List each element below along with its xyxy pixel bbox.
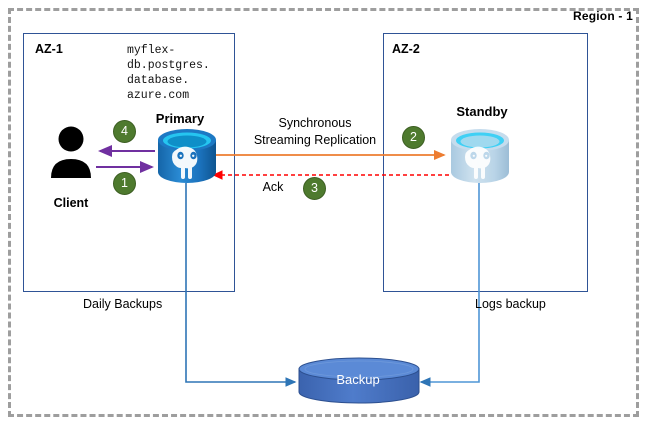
region-boundary bbox=[8, 8, 639, 417]
step-badge-4: 4 bbox=[113, 120, 136, 143]
step-badge-3: 3 bbox=[303, 177, 326, 200]
availability-zone-2-label: AZ-2 bbox=[392, 42, 420, 56]
server-hostname-text: myflex- db.postgres. database. azure.com bbox=[127, 44, 210, 102]
daily-backups-label: Daily Backups bbox=[83, 297, 163, 311]
availability-zone-1-box bbox=[23, 33, 235, 292]
step-badge-2: 2 bbox=[402, 126, 425, 149]
standby-node-label: Standby bbox=[456, 104, 508, 119]
availability-zone-1-label: AZ-1 bbox=[35, 42, 63, 56]
region-label: Region - 1 bbox=[572, 9, 633, 23]
primary-node-label: Primary bbox=[155, 111, 205, 126]
logs-backup-label: Logs backup bbox=[475, 297, 546, 311]
replication-label: Synchronous Streaming Replication bbox=[253, 116, 377, 147]
availability-zone-2-box bbox=[383, 33, 588, 292]
client-node-label: Client bbox=[53, 196, 89, 210]
step-badge-1: 1 bbox=[113, 172, 136, 195]
ack-label: Ack bbox=[262, 180, 284, 194]
